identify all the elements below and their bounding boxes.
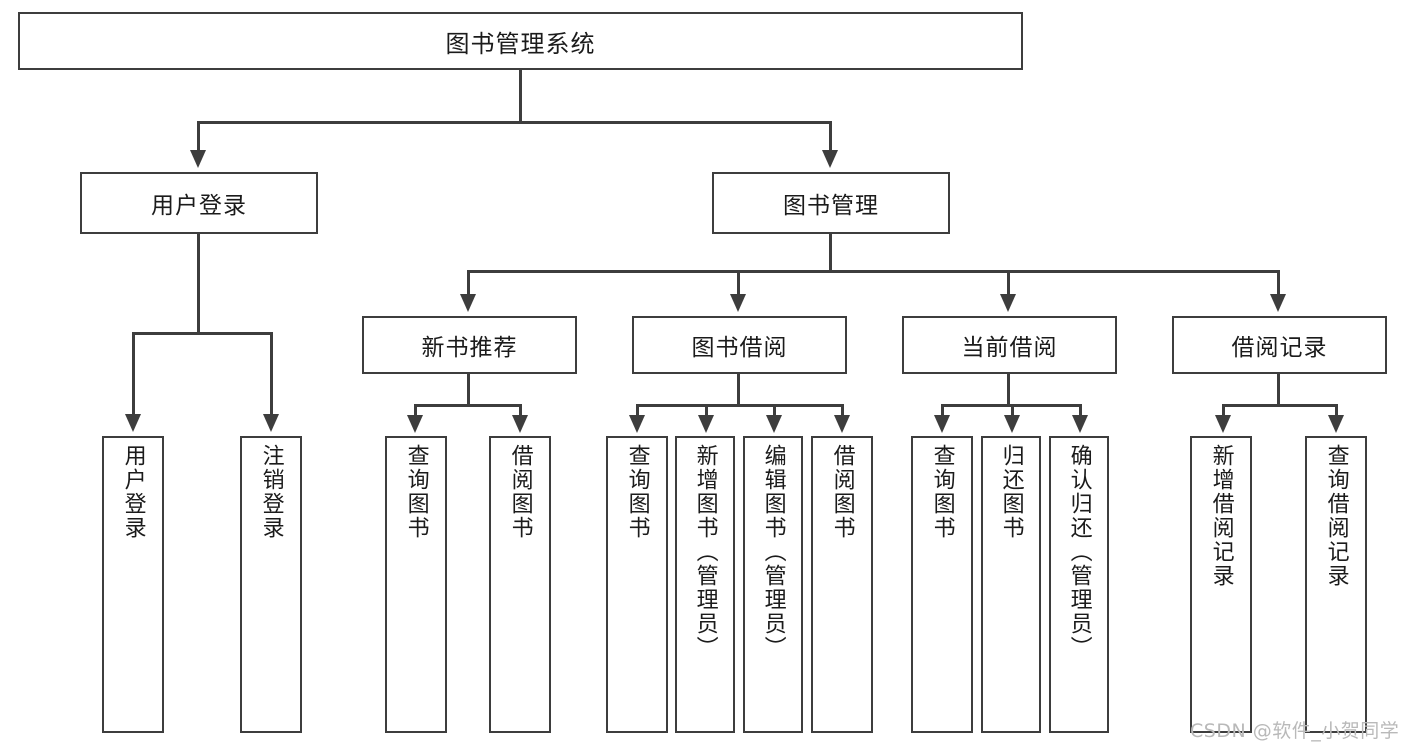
connector-current-borrow-stem — [1007, 374, 1010, 406]
node-label: 图书管理系统 — [445, 29, 596, 58]
connector-new-book-recommend-bar — [414, 404, 521, 407]
node-confirm-return-admin[interactable]: 确认归还（管理员） — [1049, 436, 1109, 733]
arrowhead-logout-leaf — [263, 414, 279, 432]
node-label: 查询图书 — [403, 444, 429, 540]
node-edit-book-admin[interactable]: 编辑图书（管理员） — [743, 436, 803, 733]
arrowhead-user-login-leaf — [125, 414, 141, 432]
node-borrow-book-2[interactable]: 借阅图书 — [811, 436, 873, 733]
connector-new-book-recommend-stem — [467, 374, 470, 406]
connector-br-c1 — [1222, 404, 1225, 418]
arrowhead-return-book — [1004, 415, 1020, 433]
connector-book-management-bar — [467, 270, 1280, 273]
arrowhead-add-book-admin — [698, 415, 714, 433]
node-root-book-management-system[interactable]: 图书管理系统 — [18, 12, 1023, 70]
node-label: 借阅图书 — [829, 444, 855, 540]
node-label: 图书借阅 — [691, 335, 788, 361]
node-new-book-recommend[interactable]: 新书推荐 — [362, 316, 577, 374]
connector-root-bar — [197, 121, 831, 124]
node-label: 查询图书 — [929, 444, 955, 540]
node-book-borrow[interactable]: 图书借阅 — [632, 316, 847, 374]
arrowhead-borrow-book-2 — [834, 415, 850, 433]
connector-borrow-record-bar — [1222, 404, 1335, 407]
node-label: 归还图书 — [998, 444, 1024, 540]
connector-to-book-management — [829, 121, 832, 153]
arrowhead-book-borrow — [730, 294, 746, 312]
connector-bb-c3 — [773, 404, 776, 418]
node-user-login[interactable]: 用户登录 — [80, 172, 318, 234]
csdn-watermark: CSDN @软件_小贺同学 — [1190, 720, 1400, 742]
connector-book-borrow-stem — [737, 374, 740, 406]
node-current-borrow[interactable]: 当前借阅 — [902, 316, 1117, 374]
node-label: 新增借阅记录 — [1208, 444, 1234, 588]
node-borrow-book-1[interactable]: 借阅图书 — [489, 436, 551, 733]
node-book-management[interactable]: 图书管理 — [712, 172, 950, 234]
node-label: 确认归还（管理员） — [1066, 444, 1092, 660]
node-label: 用户登录 — [151, 193, 247, 219]
connector-cb-c3 — [1079, 404, 1082, 418]
connector-book-management-stem — [829, 234, 832, 272]
node-query-book-2[interactable]: 查询图书 — [606, 436, 668, 733]
arrowhead-confirm-return-admin — [1072, 415, 1088, 433]
arrowhead-query-book-1 — [407, 415, 423, 433]
node-logout-leaf[interactable]: 注销登录 — [240, 436, 302, 733]
node-return-book[interactable]: 归还图书 — [981, 436, 1041, 733]
connector-br-c2 — [1335, 404, 1338, 418]
arrowhead-current-borrow — [1000, 294, 1016, 312]
node-label: 注销登录 — [258, 444, 284, 540]
connector-to-borrow-record — [1277, 270, 1280, 296]
node-query-book-1[interactable]: 查询图书 — [385, 436, 447, 733]
arrowhead-edit-book-admin — [766, 415, 782, 433]
connector-cb-c2 — [1011, 404, 1014, 418]
connector-user-login-right — [270, 332, 273, 417]
node-label: 借阅图书 — [507, 444, 533, 540]
node-label: 借阅记录 — [1231, 335, 1328, 361]
node-borrow-record[interactable]: 借阅记录 — [1172, 316, 1387, 374]
node-label: 新增图书（管理员） — [692, 444, 718, 660]
connector-to-user-login — [197, 121, 200, 153]
arrowhead-borrow-record — [1270, 294, 1286, 312]
node-label: 用户登录 — [120, 444, 146, 540]
arrowhead-book-management — [822, 150, 838, 168]
node-label: 新书推荐 — [421, 335, 518, 361]
node-add-book-admin[interactable]: 新增图书（管理员） — [675, 436, 735, 733]
connector-bb-c1 — [636, 404, 639, 418]
connector-to-book-borrow — [737, 270, 740, 296]
node-add-borrow-record[interactable]: 新增借阅记录 — [1190, 436, 1252, 733]
arrowhead-add-borrow-record — [1215, 415, 1231, 433]
connector-to-current-borrow — [1007, 270, 1010, 296]
arrowhead-query-book-3 — [934, 415, 950, 433]
connector-book-borrow-bar — [636, 404, 843, 407]
arrowhead-new-book-recommend — [460, 294, 476, 312]
node-user-login-leaf[interactable]: 用户登录 — [102, 436, 164, 733]
connector-nbr-c2 — [519, 404, 522, 418]
connector-borrow-record-stem — [1277, 374, 1280, 406]
node-query-borrow-record[interactable]: 查询借阅记录 — [1305, 436, 1367, 733]
connector-root-stem — [519, 70, 522, 123]
connector-bb-c2 — [705, 404, 708, 418]
connector-nbr-c1 — [414, 404, 417, 418]
node-label: 编辑图书（管理员） — [760, 444, 786, 660]
node-label: 查询图书 — [624, 444, 650, 540]
connector-bb-c4 — [841, 404, 844, 418]
connector-cb-c1 — [941, 404, 944, 418]
connector-user-login-left — [132, 332, 135, 417]
arrowhead-query-book-2 — [629, 415, 645, 433]
connector-user-login-bar — [132, 332, 272, 335]
node-label: 当前借阅 — [961, 335, 1058, 361]
node-label: 图书管理 — [783, 193, 879, 219]
arrowhead-user-login — [190, 150, 206, 168]
node-query-book-3[interactable]: 查询图书 — [911, 436, 973, 733]
connector-user-login-stem — [197, 234, 200, 334]
node-label: 查询借阅记录 — [1323, 444, 1349, 588]
arrowhead-borrow-book-1 — [512, 415, 528, 433]
connector-to-new-book-recommend — [467, 270, 470, 296]
arrowhead-query-borrow-record — [1328, 415, 1344, 433]
